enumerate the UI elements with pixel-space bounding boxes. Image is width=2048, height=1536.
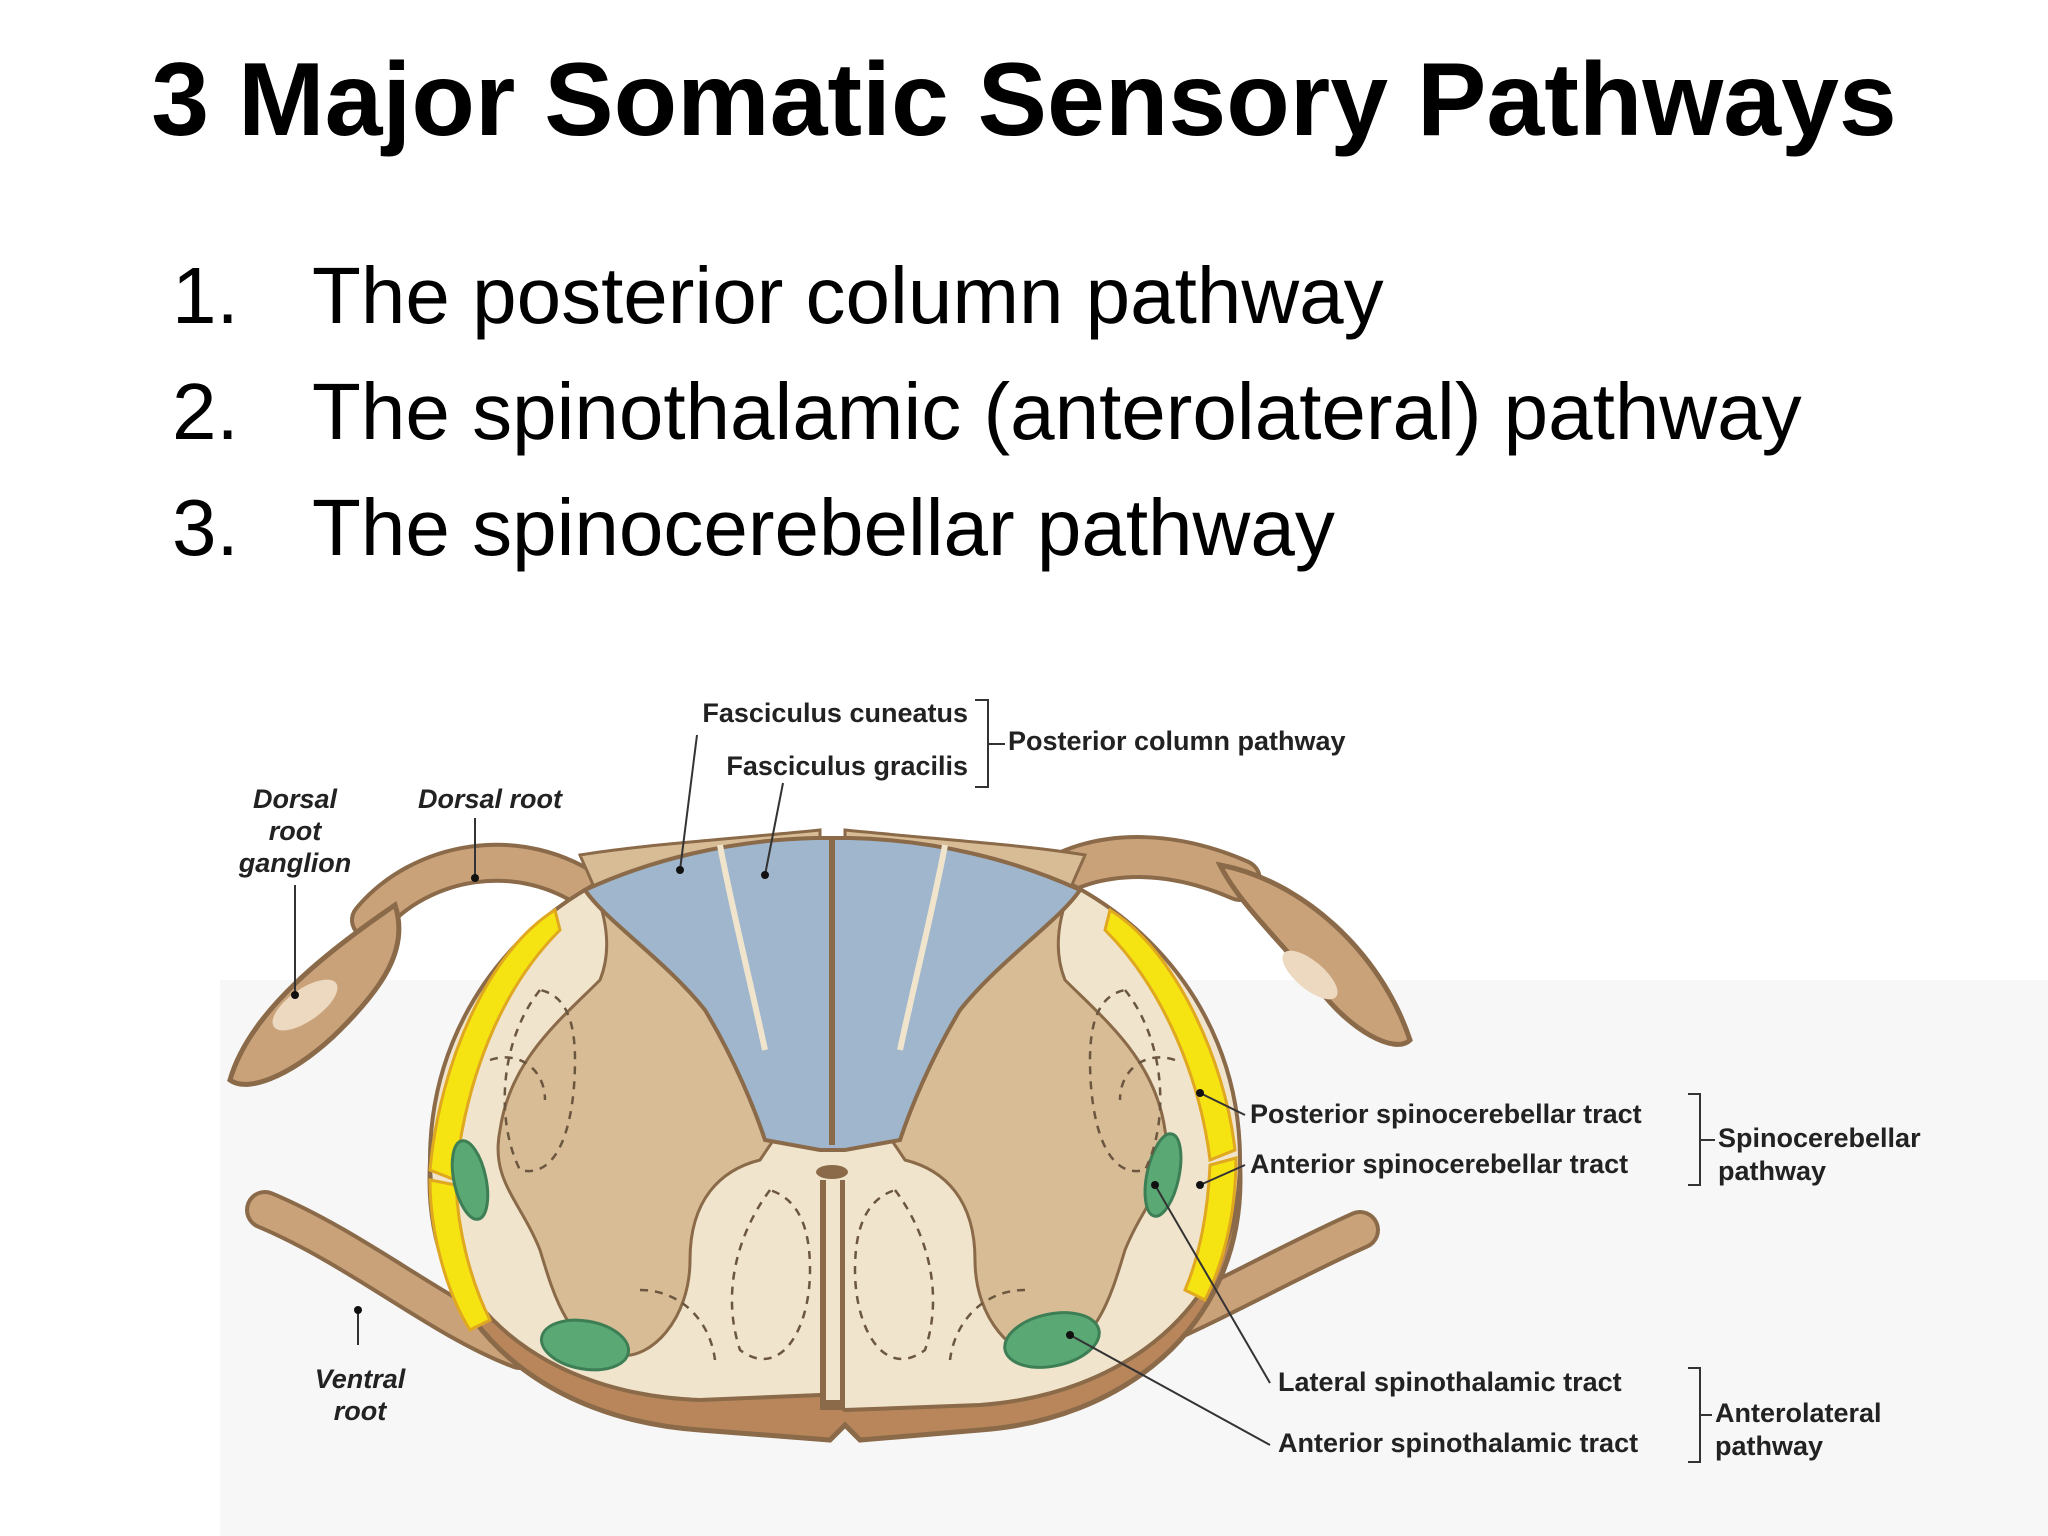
pathway-text: The spinothalamic (anterolateral) pathwa… [312,367,1802,456]
label-spinocerebellar-pathway-line2: pathway [1718,1156,1826,1186]
anterior-spinocerebellar-tract-right [1183,1156,1238,1303]
bracket-spinocerebellar [1688,1093,1715,1186]
pathway-number: 2. [172,367,239,456]
leader-line [1154,1184,1271,1384]
label-dorsal-root-ganglion-line2: root [269,816,322,846]
lateral-spinothalamic-tract-left [450,1139,490,1221]
posterior-spinocerebellar-tract-left [428,907,562,1183]
label-dorsal-root-ganglion-line1: Dorsal [253,784,338,814]
ganglion-highlight [272,979,338,1031]
group-brackets [975,699,1715,1463]
label-ventral-root-line2: root [334,1396,387,1426]
label-lateral-spinothalamic-tract: Lateral spinothalamic tract [1278,1367,1622,1397]
label-posterior-spinocerebellar-tract: Posterior spinocerebellar tract [1250,1099,1642,1129]
label-dorsal-root: Dorsal root [418,784,563,814]
lateral-spinothalamic-tract-right [1143,1132,1183,1218]
label-anterolateral-pathway-line1: Anterolateral [1715,1398,1882,1428]
label-spinocerebellar-pathway-line1: Spinocerebellar [1718,1123,1921,1153]
anterior-spinothalamic-tract-left [539,1318,631,1372]
leader-line [679,734,698,871]
leader-lines [294,734,1271,1446]
label-posterior-column-pathway: Posterior column pathway [1008,726,1346,756]
pathway-item: 1. The posterior column pathway [172,238,1802,354]
leader-line [764,782,784,876]
label-anterior-spinothalamic-tract: Anterior spinothalamic tract [1278,1428,1638,1458]
label-anterolateral-pathway-line2: pathway [1715,1431,1823,1461]
slide-title: 3 Major Somatic Sensory Pathways [151,42,1897,158]
pathway-text: The spinocerebellar pathway [312,483,1335,572]
anterior-spinothalamic-tract-right [1003,1311,1101,1369]
leader-line [1199,1092,1246,1116]
neuron-pool-outlines [489,988,1176,1361]
label-ventral-root-line1: Ventral [315,1364,406,1394]
label-anterior-spinocerebellar-tract: Anterior spinocerebellar tract [1250,1149,1628,1179]
pathway-item: 2. The spinothalamic (anterolateral) pat… [172,354,1802,470]
label-fasciculus-gracilis: Fasciculus gracilis [726,751,968,781]
pathway-list: 1. The posterior column pathway 2. The s… [172,238,1802,586]
pathway-text: The posterior column pathway [312,251,1384,340]
leader-line [1199,1164,1246,1186]
anterior-spinocerebellar-tract-left [428,1178,493,1332]
ganglion-highlight [1282,950,1338,1000]
pathway-number: 1. [172,251,239,340]
bracket-posterior-column [975,699,1005,788]
dorsal-root-ganglion-right [1215,861,1413,1047]
pathway-number: 3. [172,483,239,572]
label-fasciculus-cuneatus: Fasciculus cuneatus [702,698,968,728]
leader-dots [291,866,1204,1339]
posterior-spinocerebellar-tract-right [1103,907,1237,1163]
central-canal [816,1165,848,1179]
pathway-item: 3. The spinocerebellar pathway [172,470,1802,586]
label-dorsal-root-ganglion-line3: ganglion [238,848,351,878]
fasciculus-septum [717,844,768,1051]
fasciculus-septum [897,844,948,1051]
leader-line [1069,1334,1271,1446]
bracket-anterolateral [1688,1367,1712,1463]
